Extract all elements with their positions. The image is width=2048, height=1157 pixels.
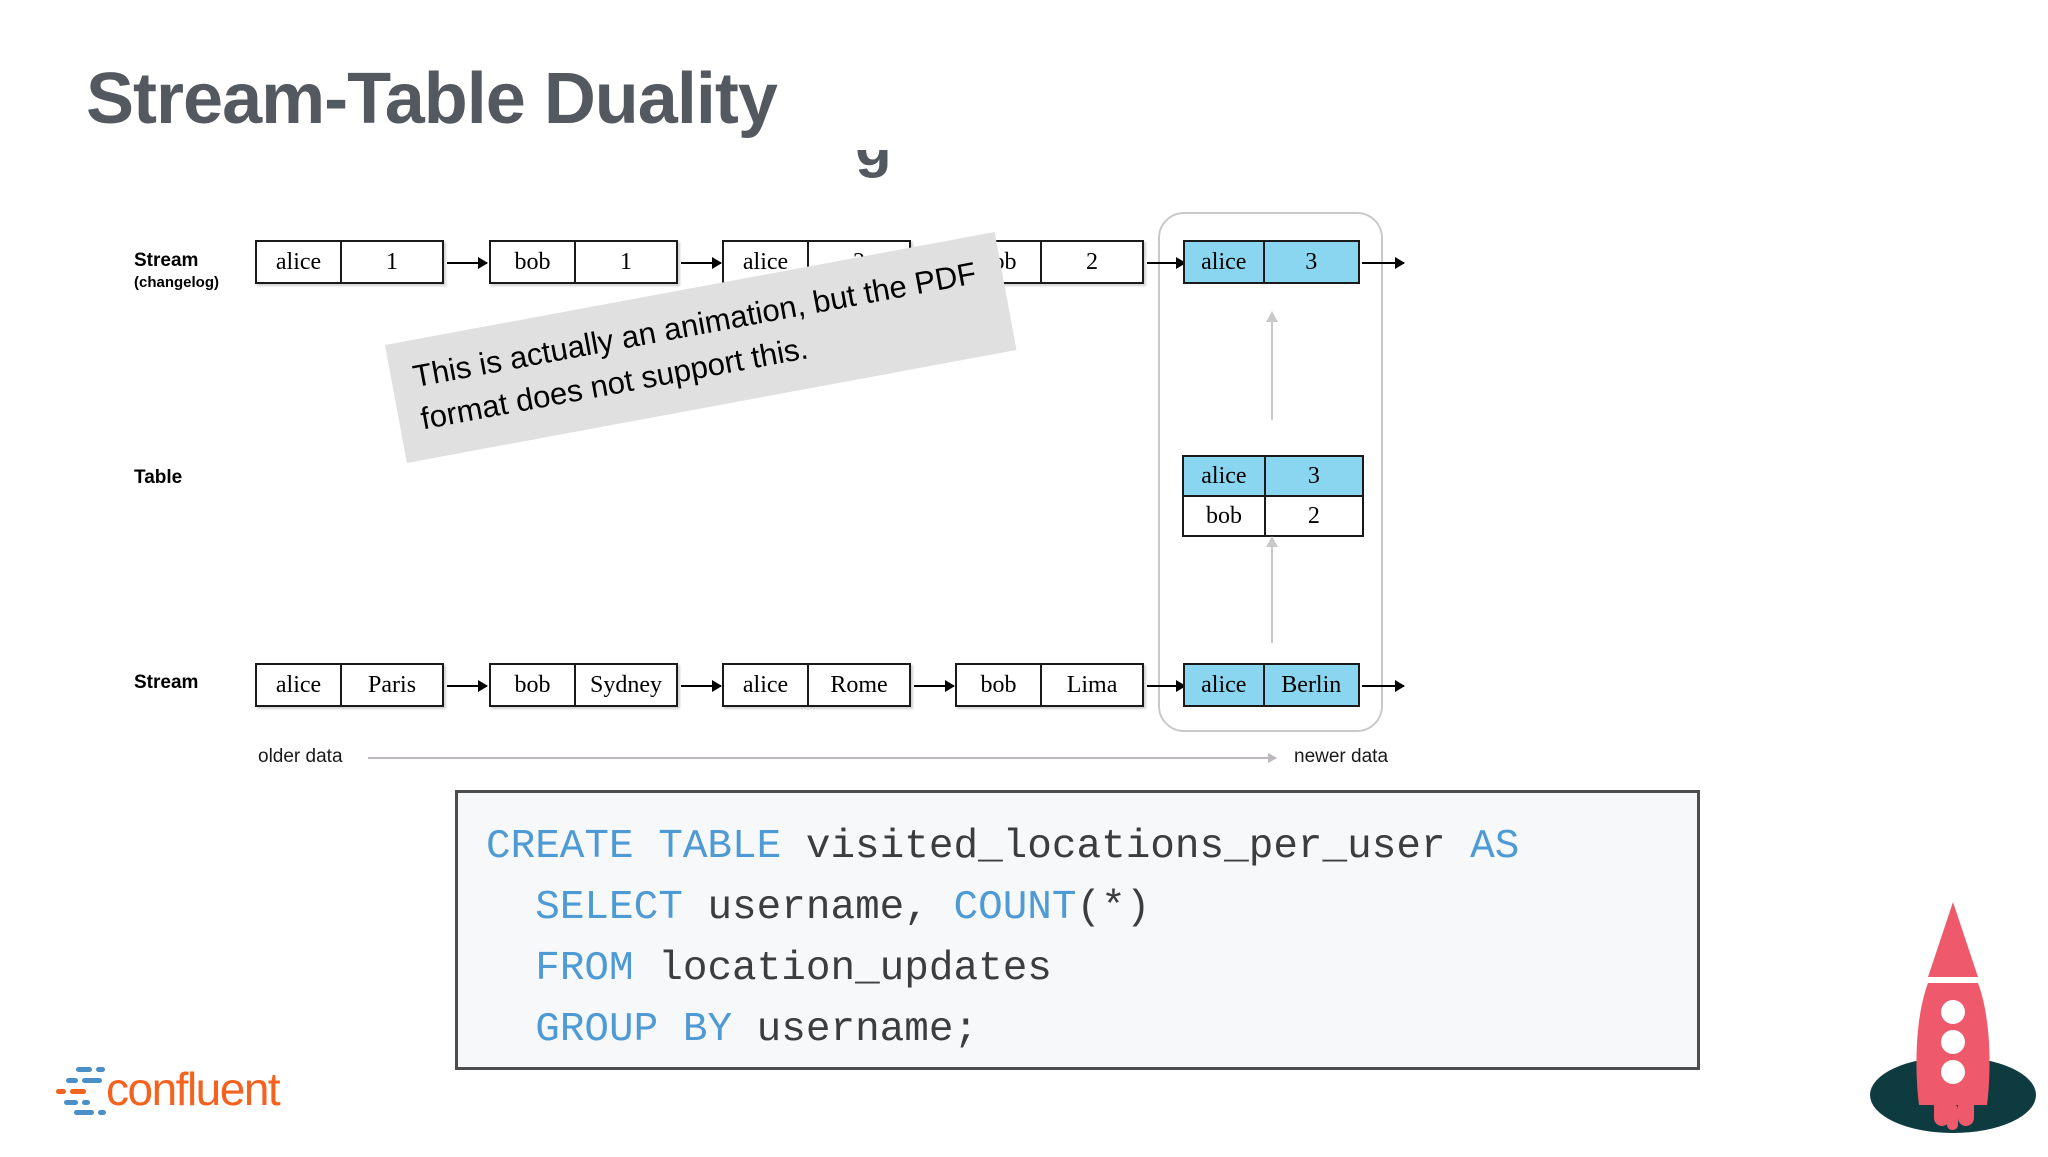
- rocket-window: [1941, 1030, 1965, 1054]
- confluent-logo-text: confluent: [106, 1063, 281, 1115]
- record-key: bob: [491, 242, 577, 282]
- confluent-logo-mark: [56, 1063, 106, 1115]
- rocket-window: [1941, 1000, 1965, 1024]
- sql-code-block: CREATE TABLE visited_locations_per_user …: [455, 790, 1700, 1070]
- stream-record: alice Paris: [255, 663, 444, 707]
- table-cell-value: 3: [1265, 457, 1362, 495]
- record-key: alice: [724, 242, 810, 282]
- record-key: bob: [957, 665, 1043, 705]
- stream-record: bob Lima: [955, 663, 1144, 707]
- timeline-older-label: older data: [258, 746, 343, 767]
- flow-arrow: [1147, 257, 1186, 269]
- table-cell-key: alice: [1184, 457, 1266, 495]
- row-label-stream: Stream: [134, 672, 199, 693]
- rocket-illustration: [1858, 890, 2048, 1152]
- record-value: 1: [620, 248, 633, 275]
- row-label-stream-changelog: Stream (changelog): [134, 250, 219, 291]
- flow-arrow-out: [1362, 680, 1405, 692]
- sql-keyword: GROUP BY: [535, 1007, 733, 1053]
- flow-arrow: [681, 257, 722, 269]
- timeline-newer-label: newer data: [1294, 746, 1389, 767]
- record-key: alice: [1185, 665, 1265, 705]
- sql-keyword: COUNT: [953, 885, 1077, 931]
- sql-text: visited_locations_per_user: [781, 824, 1471, 870]
- record-key: bob: [491, 665, 577, 705]
- confluent-logo: confluent: [56, 1062, 281, 1116]
- record-key: alice: [1185, 242, 1265, 282]
- record-value: Lima: [1066, 671, 1118, 698]
- rocket-flames: [1934, 1090, 1950, 1126]
- stream-record-current: alice Berlin: [1183, 663, 1360, 707]
- page-title: Stream-Table Duality: [86, 59, 778, 139]
- changelog-record-current: alice 3: [1183, 240, 1360, 284]
- flow-arrow: [447, 680, 488, 692]
- sql-text: username;: [732, 1007, 979, 1053]
- changelog-record: bob 1: [489, 240, 678, 284]
- sql-text: [486, 1007, 535, 1053]
- stream-table-duality-diagram: Stream (changelog) Table Stream alice 1 …: [134, 212, 1405, 767]
- sql-text: [486, 946, 535, 992]
- rocket-nose: [1928, 902, 1978, 977]
- changelog-record: alice 1: [255, 240, 444, 284]
- record-value: Sydney: [590, 671, 663, 698]
- rocket-window: [1941, 1060, 1965, 1084]
- current-state-capsule: [1158, 212, 1383, 732]
- sql-text: username,: [682, 885, 954, 931]
- sql-text: [486, 885, 535, 931]
- table-cell-value: 2: [1307, 502, 1320, 529]
- sql-keyword: AS: [1470, 824, 1520, 870]
- flow-arrow: [914, 680, 955, 692]
- rocket-exhaust: [1947, 1104, 1958, 1130]
- table-row: alice 3: [1184, 457, 1362, 495]
- record-value: Berlin: [1264, 665, 1358, 705]
- materialized-state-table: alice 3 bob 2: [1182, 455, 1364, 537]
- sql-text: (*): [1076, 885, 1151, 931]
- flow-arrow-out: [1362, 257, 1405, 269]
- stream-record: bob Sydney: [489, 663, 678, 707]
- sql-text: location_updates: [633, 946, 1052, 992]
- sql-keyword: CREATE TABLE: [486, 824, 782, 870]
- flow-arrow: [681, 680, 722, 692]
- record-value: 3: [1264, 242, 1358, 282]
- title-clipped-fragment: g: [855, 150, 915, 190]
- record-key: alice: [724, 665, 810, 705]
- table-row: bob 2: [1184, 495, 1362, 535]
- rocket-flames: [1958, 1090, 1974, 1126]
- timeline-axis: [368, 753, 1277, 763]
- stream-record: alice Rome: [722, 663, 911, 707]
- sql-keyword: FROM: [535, 946, 634, 992]
- stream-to-table-arrow: [1266, 536, 1278, 643]
- row-label-table: Table: [134, 467, 183, 488]
- flow-arrow: [1147, 680, 1186, 692]
- record-value: 1: [386, 248, 399, 275]
- record-key: alice: [257, 665, 343, 705]
- record-value: Paris: [368, 671, 417, 698]
- record-value: 2: [1086, 248, 1099, 275]
- table-to-changelog-arrow: [1266, 311, 1278, 420]
- flow-arrow: [447, 257, 488, 269]
- sql-keyword: SELECT: [535, 885, 683, 931]
- table-cell-key: bob: [1184, 497, 1266, 535]
- record-key: alice: [257, 242, 343, 282]
- record-value: Rome: [830, 671, 888, 698]
